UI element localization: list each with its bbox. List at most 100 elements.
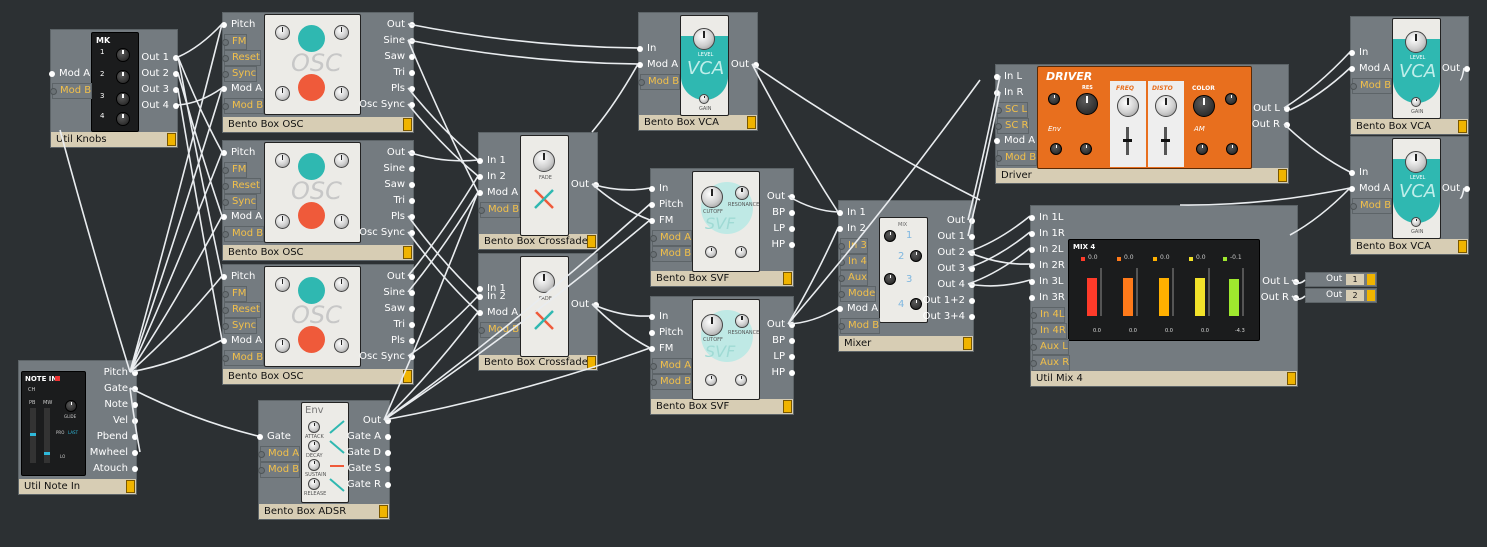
port-mod-a[interactable]: Mod A bbox=[220, 210, 262, 224]
driver-module[interactable]: In L In R SC L SC R Mod A Mod B Out L Ou… bbox=[993, 64, 1291, 184]
release-knob[interactable] bbox=[308, 478, 320, 490]
volume-fader[interactable] bbox=[1136, 268, 1138, 316]
module-menu-icon[interactable] bbox=[963, 337, 972, 350]
svf-module-2[interactable]: In Pitch FM Mod A Mod B Out BP LP HP CUT… bbox=[648, 296, 796, 415]
mix-knob-1[interactable] bbox=[884, 230, 896, 242]
vca-module-1[interactable]: In Mod A Mod B Out LEVEL VCA GAIN Bento … bbox=[636, 12, 760, 131]
port-mod-a[interactable]: Mod A bbox=[1348, 62, 1390, 76]
fm-knob[interactable] bbox=[705, 374, 717, 386]
port-mod-b[interactable]: Mod B bbox=[649, 374, 693, 390]
port-note[interactable]: Note bbox=[104, 398, 138, 412]
module-title[interactable]: Bento Box SVF bbox=[651, 399, 793, 414]
input-knob[interactable] bbox=[1048, 93, 1060, 105]
level-knob[interactable] bbox=[1405, 31, 1427, 53]
adsr-module[interactable]: Gate Mod A Mod B Out Gate A Gate D Gate … bbox=[257, 400, 392, 520]
knob-2[interactable] bbox=[116, 70, 130, 84]
pitch-knob[interactable] bbox=[735, 246, 747, 258]
knob-4[interactable] bbox=[116, 112, 130, 126]
sync-knob[interactable] bbox=[334, 25, 349, 40]
port-mod-a[interactable]: Mod A bbox=[993, 134, 1035, 148]
port-gate-s[interactable]: Gate S bbox=[348, 462, 392, 476]
port-out-3[interactable]: Out 3 bbox=[141, 83, 179, 97]
port-gate[interactable]: Gate bbox=[257, 430, 291, 444]
fm-knob[interactable] bbox=[705, 246, 717, 258]
module-menu-icon[interactable] bbox=[1287, 372, 1296, 385]
osc-module-3[interactable]: Pitch FM Reset Sync Mod A Mod B Out Sine… bbox=[220, 264, 416, 385]
module-menu-icon[interactable] bbox=[126, 480, 135, 493]
port-lp[interactable]: LP bbox=[773, 350, 795, 364]
port-sc-r[interactable]: SC R bbox=[994, 118, 1030, 134]
attack-knob[interactable] bbox=[308, 421, 320, 433]
port-fm[interactable]: FM bbox=[221, 286, 248, 302]
knob-3[interactable] bbox=[116, 92, 130, 106]
port-saw[interactable]: Saw bbox=[384, 302, 415, 316]
port-in-1[interactable]: In 1 bbox=[837, 206, 866, 220]
port-in-4l[interactable]: In 4L bbox=[1029, 307, 1066, 323]
port-gate-d[interactable]: Gate D bbox=[346, 446, 391, 460]
port-reset[interactable]: Reset bbox=[222, 50, 261, 66]
port-out[interactable]: Out bbox=[731, 58, 760, 72]
port-mod-a[interactable]: Mod A bbox=[649, 230, 693, 246]
volume-fader[interactable] bbox=[1208, 268, 1210, 316]
port-tri[interactable]: Tri bbox=[393, 194, 415, 208]
module-title[interactable]: Bento Box VCA bbox=[1351, 119, 1468, 134]
port-mod-b[interactable]: Mod B bbox=[221, 350, 265, 366]
module-menu-icon[interactable] bbox=[783, 400, 792, 413]
port-mod-a[interactable]: Mod A bbox=[220, 82, 262, 96]
vca-module-3[interactable]: In Mod A Mod B Out LEVEL VCA GAIN Bento … bbox=[1348, 136, 1471, 255]
port-mod-b[interactable]: Mod B bbox=[1349, 78, 1393, 94]
port-in-3r[interactable]: In 3R bbox=[1029, 291, 1065, 305]
port-saw[interactable]: Saw bbox=[384, 178, 415, 192]
module-title[interactable]: Util Note In bbox=[19, 479, 136, 494]
port-out-l[interactable]: Out L bbox=[1262, 275, 1299, 289]
res-knob[interactable] bbox=[1076, 93, 1098, 115]
module-title[interactable]: Bento Box OSC bbox=[223, 369, 413, 384]
port-pitch[interactable]: Pitch bbox=[648, 198, 683, 212]
module-title[interactable]: Bento Box SVF bbox=[651, 271, 793, 286]
port-out-1[interactable]: Out 1 bbox=[141, 51, 179, 65]
port-in[interactable]: In bbox=[1348, 46, 1368, 60]
pw-knob[interactable] bbox=[275, 338, 290, 353]
port-mwheel[interactable]: Mwheel bbox=[90, 446, 139, 460]
output-row-1[interactable]: Out 1 bbox=[1305, 272, 1377, 287]
osc-module-2[interactable]: Pitch FM Reset Sync Mod A Mod B Out Sine… bbox=[220, 140, 416, 261]
port-in-4r[interactable]: In 4R bbox=[1030, 323, 1067, 339]
port-osc-sync[interactable]: Osc Sync bbox=[359, 350, 415, 364]
util-note-in-module[interactable]: Pitch Gate Note Vel Pbend Mwheel Atouch … bbox=[18, 360, 139, 495]
phase-knob[interactable] bbox=[334, 214, 349, 229]
module-menu-icon[interactable] bbox=[379, 505, 388, 518]
port-in-l[interactable]: In L bbox=[993, 70, 1022, 84]
release-knob[interactable] bbox=[1080, 143, 1092, 155]
module-menu-icon[interactable] bbox=[587, 235, 596, 248]
crossfade-module-2[interactable]: In 1 In 2 Mod A Mod B Out FADE Bento Box… bbox=[476, 253, 600, 371]
port-osc-sync[interactable]: Osc Sync bbox=[359, 226, 415, 240]
port-pitch[interactable]: Pitch bbox=[220, 146, 255, 160]
port-gate[interactable]: Gate bbox=[104, 382, 138, 396]
pw-knob[interactable] bbox=[275, 214, 290, 229]
port-in-4[interactable]: In 4 bbox=[838, 254, 868, 270]
svf-module-1[interactable]: In Pitch FM Mod A Mod B Out BP LP HP CUT… bbox=[648, 168, 796, 287]
port-out-r[interactable]: Out R bbox=[1261, 291, 1300, 305]
knob-1[interactable] bbox=[116, 48, 130, 62]
port-bp[interactable]: BP bbox=[772, 334, 795, 348]
port-out[interactable]: Out bbox=[767, 318, 796, 332]
resonance-knob[interactable] bbox=[735, 186, 749, 200]
fm-knob[interactable] bbox=[275, 277, 290, 292]
module-menu-icon[interactable] bbox=[167, 133, 176, 146]
port-mod-a[interactable]: Mod A bbox=[220, 334, 262, 348]
port-reset[interactable]: Reset bbox=[222, 178, 261, 194]
port-tri[interactable]: Tri bbox=[393, 66, 415, 80]
port-out[interactable]: Out bbox=[1442, 182, 1471, 196]
freq-fader[interactable] bbox=[1123, 127, 1132, 155]
port-out-3[interactable]: Out 3 bbox=[937, 262, 975, 276]
port-mod-a[interactable]: Mod A bbox=[1348, 182, 1390, 196]
module-menu-icon[interactable] bbox=[747, 116, 756, 129]
port-in[interactable]: In bbox=[636, 42, 656, 56]
module-menu-icon[interactable] bbox=[587, 356, 596, 369]
port-saw[interactable]: Saw bbox=[384, 50, 415, 64]
port-out[interactable]: Out bbox=[1442, 62, 1471, 76]
phase-knob[interactable] bbox=[334, 86, 349, 101]
disto-knob[interactable] bbox=[1155, 95, 1177, 117]
cutoff-knob[interactable] bbox=[701, 186, 723, 208]
freq-knob[interactable] bbox=[1117, 95, 1139, 117]
